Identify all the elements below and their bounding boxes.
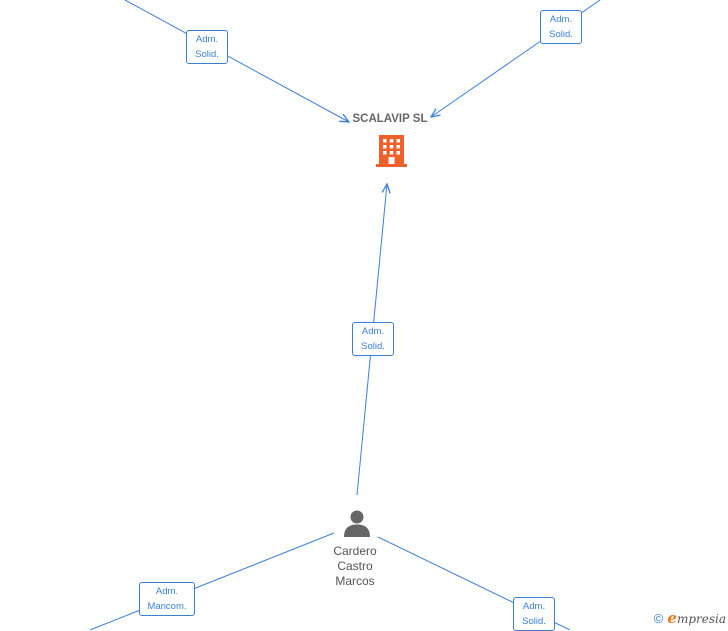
edge-label-top-left[interactable]: Adm. Solid. (186, 30, 228, 64)
edge-label-line: Solid. (549, 29, 573, 40)
edge-label-line: Adm. (522, 601, 546, 612)
edge-line-bottom-left (89, 532, 335, 630)
edge-label-top-right[interactable]: Adm. Solid. (540, 10, 582, 44)
brand-logo: empresia (667, 609, 726, 627)
edge-line-top-left (124, 0, 349, 122)
edge-label-line: Adm. (195, 34, 219, 45)
edge-label-line: Adm. (549, 14, 573, 25)
person-icon[interactable] (344, 510, 370, 538)
person-name-line: Castro (337, 559, 373, 573)
company-name[interactable]: SCALAVIP SL (352, 113, 428, 125)
edge-label-person-to-company[interactable]: Adm. Solid. (352, 322, 394, 356)
person-name-line: Cardero (333, 544, 377, 558)
person-name[interactable]: Cardero Castro Marcos (305, 544, 405, 589)
person-name-line: Marcos (335, 574, 375, 588)
watermark: © empresia (654, 609, 726, 627)
edge-label-line: Solid. (522, 616, 546, 627)
edge-label-line: Mancom. (147, 601, 187, 612)
edge-label-line: Solid. (361, 341, 385, 352)
edge-label-line: Adm. (361, 326, 385, 337)
building-icon[interactable] (376, 135, 407, 167)
copyright-icon: © (653, 610, 664, 626)
edge-label-bottom-left[interactable]: Adm. Mancom. (139, 582, 195, 616)
edge-label-bottom-right[interactable]: Adm. Solid. (513, 597, 555, 631)
edge-label-line: Adm. (155, 586, 179, 597)
edge-label-line: Solid. (195, 49, 219, 60)
